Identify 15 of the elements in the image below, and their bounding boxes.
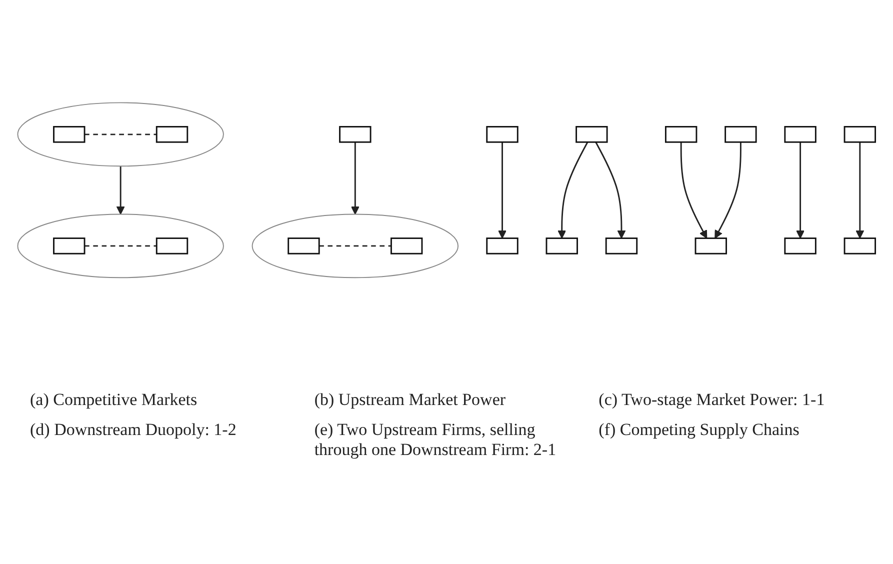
- caption-text: (a) Competitive Markets: [30, 390, 198, 410]
- arrow: [714, 142, 742, 238]
- caption-text: (f) Competing Supply Chains: [598, 420, 800, 441]
- arrow: [595, 142, 626, 238]
- caption-text: (c) Two-stage Market Power: 1-1: [598, 390, 826, 410]
- arrow: [558, 142, 588, 238]
- arrow: [680, 142, 708, 238]
- arrow: [498, 142, 506, 238]
- arrow: [116, 166, 125, 214]
- arrow: [350, 142, 360, 214]
- caption-text: (b) Upstream Market Power: [314, 390, 507, 410]
- caption-text: (d) Downstream Duopoly: 1-2: [30, 420, 238, 441]
- caption-text: (e) Two Upstream Firms, selling through one Downstream Firm: 2-1: [314, 420, 558, 460]
- arrow: [796, 142, 805, 238]
- arrow: [856, 142, 864, 238]
